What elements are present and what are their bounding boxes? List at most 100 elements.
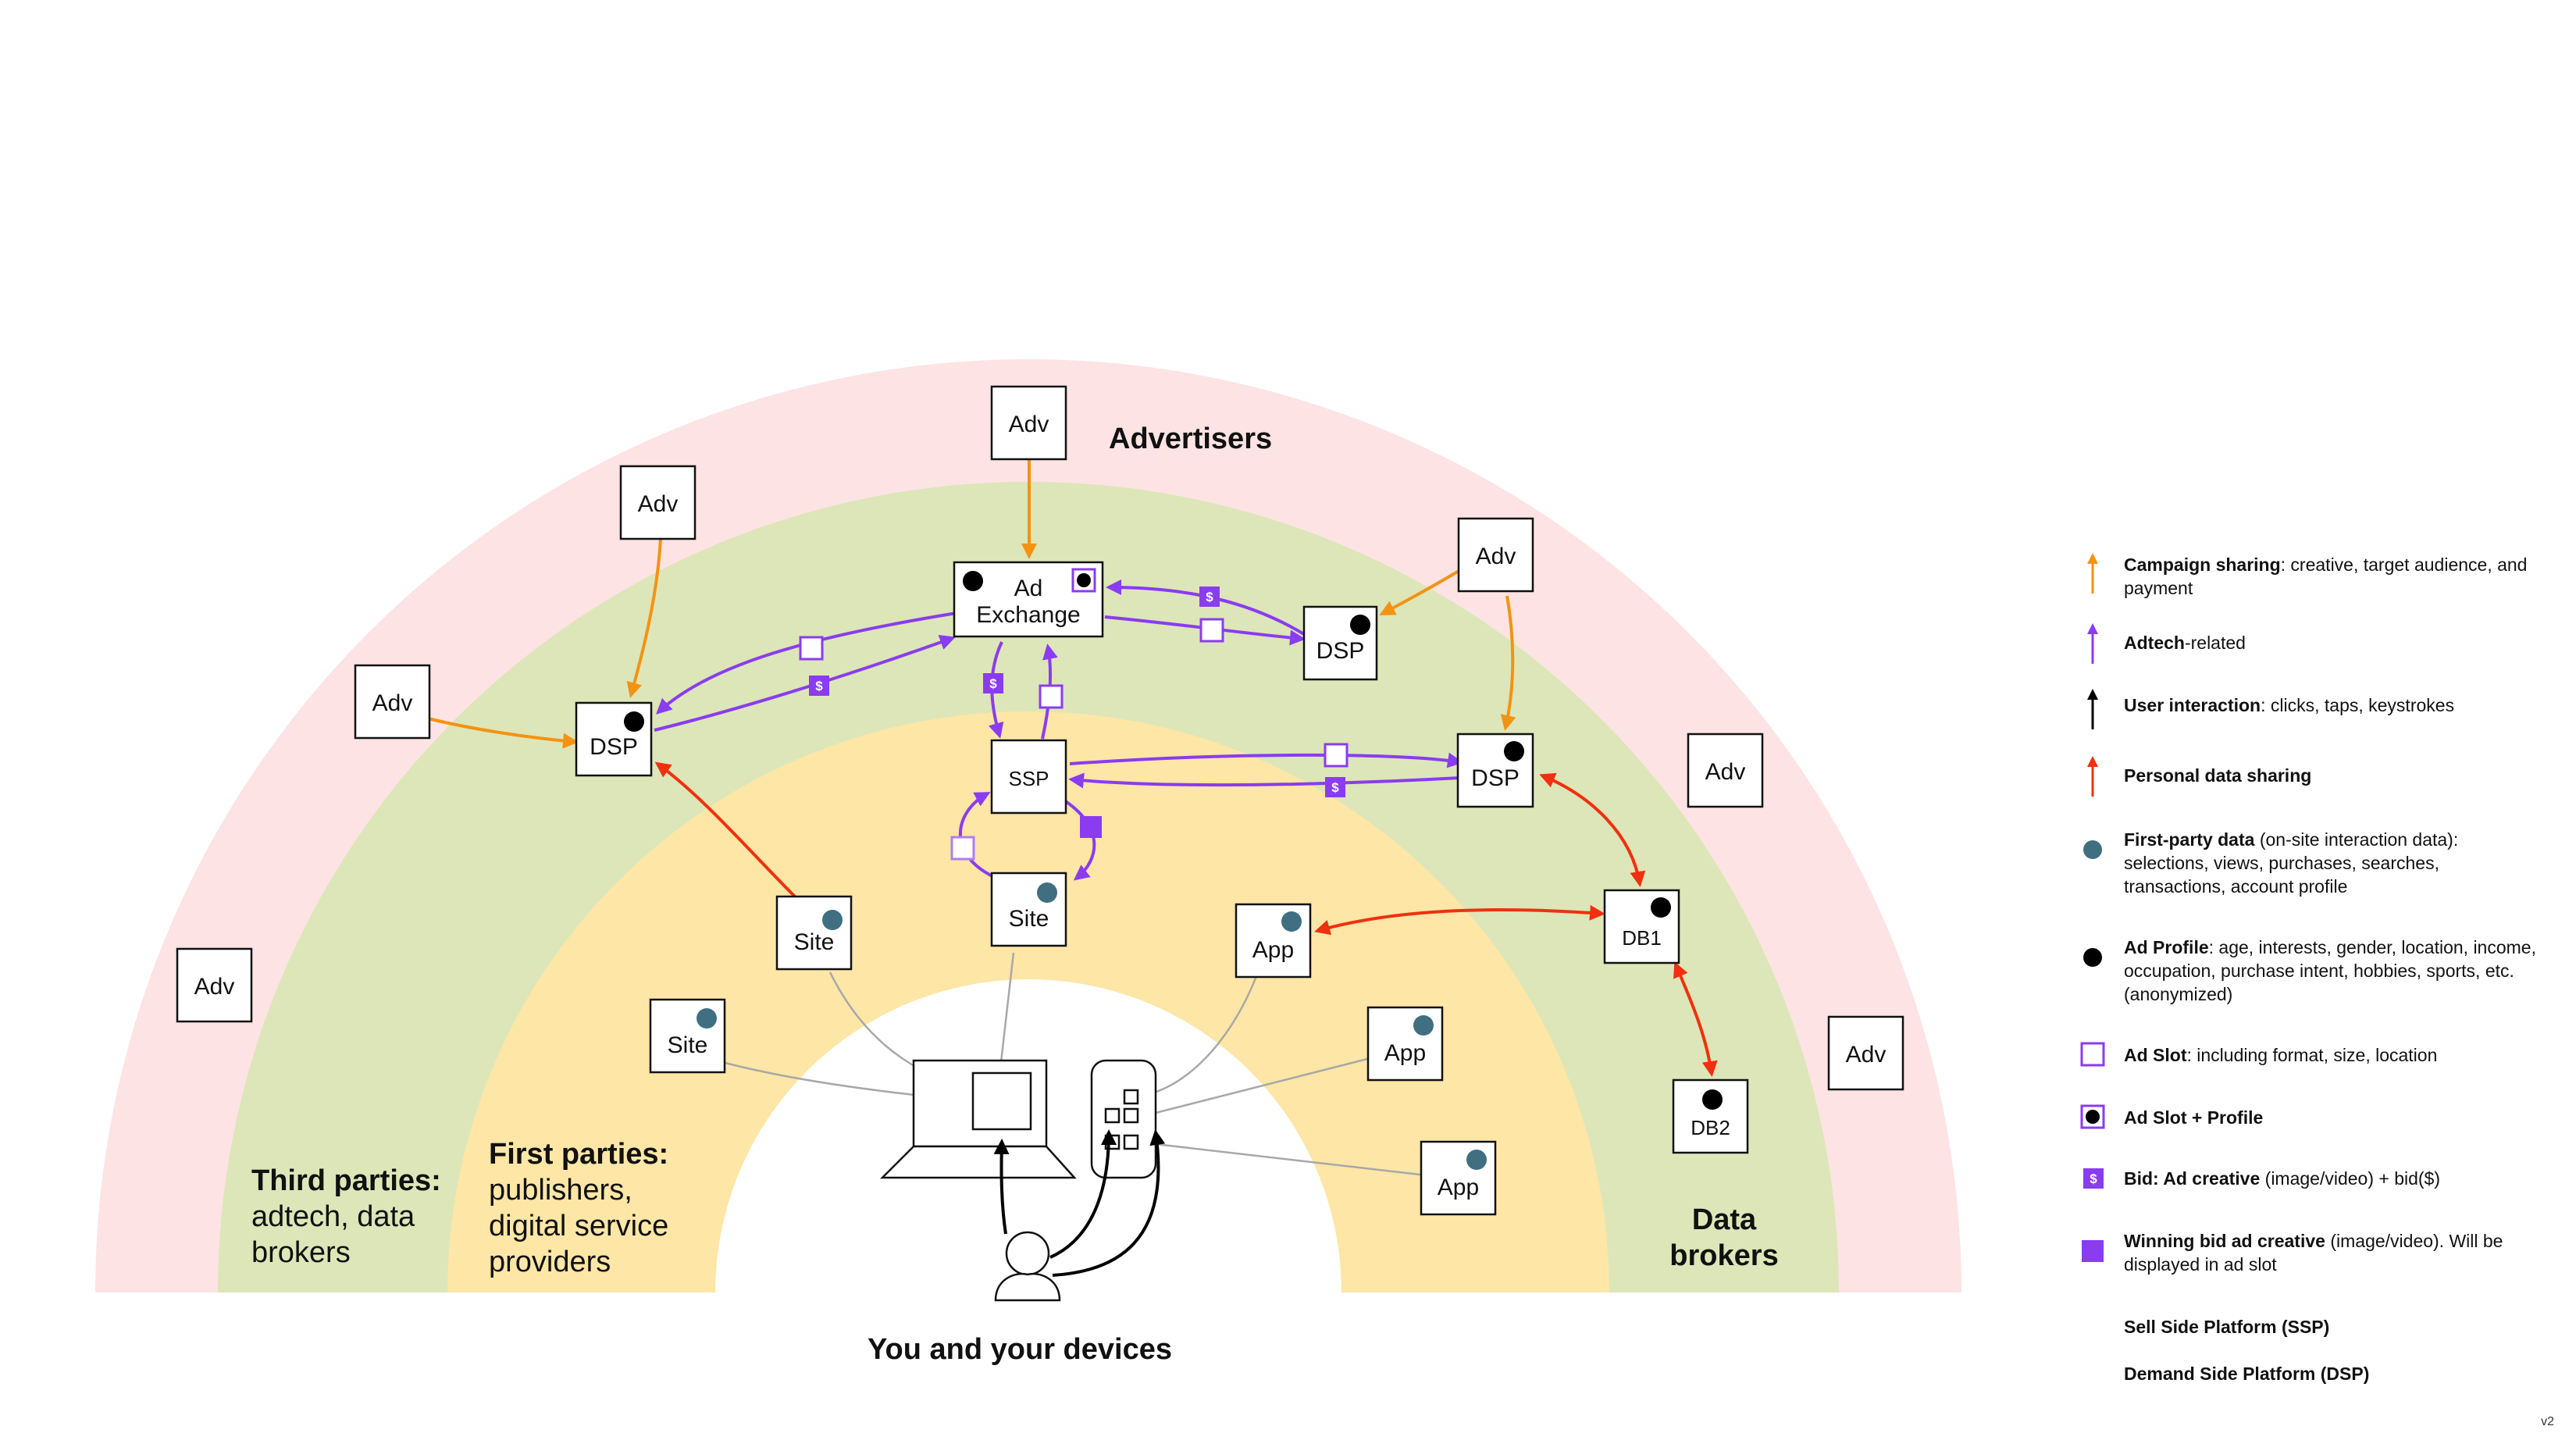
node-label: DB2 (1691, 1116, 1730, 1139)
legend-bold: Campaign sharing (2124, 554, 2281, 575)
advertiser-node: Adv (1827, 1015, 1904, 1091)
third-parties-title: Third parties: (251, 1164, 441, 1197)
db1-node: DB1 (1603, 889, 1680, 964)
third-parties-desc-line1: adtech, data (251, 1200, 415, 1233)
advertiser-node: Adv (176, 947, 253, 1023)
legend-bold: Winning bid ad creative (2124, 1231, 2325, 1251)
winning-bid-icon (2077, 1229, 2124, 1262)
bid-dollar: $ (1206, 590, 1213, 604)
advertiser-node: Adv (1457, 517, 1534, 593)
first-party-data-icon (697, 1008, 717, 1029)
laptop-icon (879, 1059, 1077, 1179)
advertiser-node: Adv (354, 664, 431, 740)
legend-bold: Demand Side Platform (DSP) (2124, 1364, 2370, 1384)
ad-slot-icon (1199, 618, 1224, 643)
personal-data-arrow-icon (2077, 756, 2124, 797)
winning-bid-icon (1080, 816, 1102, 838)
user-interaction-arrow-icon (2077, 689, 2124, 729)
legend-bold: Personal data sharing (2124, 765, 2312, 786)
legend-bold: User interaction (2124, 695, 2261, 715)
bid-icon: $ (2077, 1167, 2124, 1198)
ad-slot-icon (1039, 684, 1064, 709)
legend-user-interaction: User interaction: clicks, taps, keystrok… (2077, 689, 2546, 729)
bid-icon (983, 673, 1003, 693)
personal-data-arrows (654, 761, 1718, 1077)
site-node: Site (775, 895, 853, 971)
ad-profile-icon (1350, 615, 1370, 635)
campaign-arrows (427, 459, 1516, 749)
user-interaction-arrows (993, 1129, 1166, 1277)
site-node: Site (649, 998, 726, 1074)
campaign-sharing-arrow-icon (2077, 553, 2124, 594)
bid-icon (1325, 777, 1345, 797)
version-label: v2 (2541, 1415, 2554, 1428)
node-label: App (1384, 1040, 1426, 1066)
legend-desc: (on-site interaction data): selections, … (2124, 829, 2459, 897)
ad-slot-icon (799, 636, 824, 661)
phone-icon (1090, 1059, 1157, 1179)
first-party-data-icon (822, 910, 843, 930)
bid-icon (1199, 586, 1220, 607)
legend-bold: Sell Side Platform (SSP) (2124, 1317, 2330, 1337)
legend-desc: -related (2184, 633, 2246, 653)
ad-profile-icon (2077, 936, 2124, 967)
first-parties-desc-line2: digital service (489, 1210, 668, 1242)
legend-personal-data: Personal data sharing (2077, 756, 2546, 797)
node-label: Adv (1476, 544, 1516, 569)
node-label: SSP (1008, 767, 1049, 790)
ad-slot-icon (950, 836, 975, 861)
data-brokers-label-line1: Data (1692, 1203, 1757, 1236)
node-label: DSP (590, 734, 638, 760)
legend-ssp-definition: Sell Side Platform (SSP) (2077, 1315, 2546, 1346)
legend-bold: Ad Profile (2124, 937, 2209, 957)
node-label: Adv (372, 690, 413, 716)
legend-first-party-data: First-party data (on-site interaction da… (2077, 828, 2546, 898)
legend-dsp-definition: Demand Side Platform (DSP) (2077, 1362, 2546, 1393)
app-node: App (1366, 1006, 1444, 1082)
node-label: App (1438, 1175, 1479, 1200)
node-label: Site (668, 1032, 708, 1058)
ssp-node: SSP (990, 739, 1067, 815)
legend-desc: (image/video) + bid($) (2260, 1168, 2441, 1189)
node-label: Adv (638, 491, 679, 517)
advertiser-node: Adv (619, 465, 697, 540)
advertiser-node: Adv (990, 385, 1067, 461)
site-node: Site (990, 872, 1067, 947)
person-icon (994, 1231, 1061, 1302)
dsp-node: DSP (1302, 605, 1378, 681)
adtech-arrow-icon (2077, 623, 2124, 664)
db2-node: DB2 (1672, 1078, 1749, 1154)
ad-profile-icon (1504, 741, 1524, 761)
legend-adtech: Adtech-related (2077, 623, 2546, 664)
legend-winning-bid: Winning bid ad creative (image/video). W… (2077, 1229, 2546, 1276)
data-brokers-label-line2: brokers (1669, 1239, 1778, 1272)
ad-profile-icon (1651, 897, 1671, 918)
first-party-data-icon (1037, 882, 1057, 903)
legend-desc: : age, interests, gender, location, inco… (2124, 937, 2536, 1004)
ad-slot-profile-icon (2077, 1104, 2124, 1137)
first-party-data-icon (1413, 1015, 1434, 1036)
legend-ad-profile: Ad Profile: age, interests, gender, loca… (2077, 936, 2546, 1006)
svg-text:$: $ (2090, 1171, 2097, 1186)
legend-bold: Adtech (2124, 633, 2185, 653)
legend-desc: : including format, size, location (2186, 1045, 2438, 1065)
ad-exchange-label-line2: Exchange (976, 602, 1080, 628)
node-label: Adv (1846, 1042, 1887, 1068)
node-label: DSP (1317, 638, 1365, 664)
node-label: Site (794, 929, 835, 955)
legend-bold: Ad Slot (2124, 1045, 2187, 1065)
first-parties-desc-line1: publishers, (489, 1174, 632, 1207)
legend-bold: First-party data (2124, 829, 2255, 850)
first-party-data-icon (1466, 1150, 1487, 1170)
node-label: Site (1009, 906, 1049, 932)
node-label: DSP (1471, 765, 1520, 791)
dsp-node: DSP (575, 701, 653, 777)
app-node: App (1420, 1140, 1497, 1216)
bid-symbols (809, 586, 1345, 797)
you-and-devices-label: You and your devices (868, 1333, 1172, 1366)
legend-bold: Ad Slot + Profile (2124, 1107, 2264, 1128)
ad-profile-icon (1702, 1089, 1723, 1110)
advertiser-node: Adv (1687, 733, 1764, 808)
